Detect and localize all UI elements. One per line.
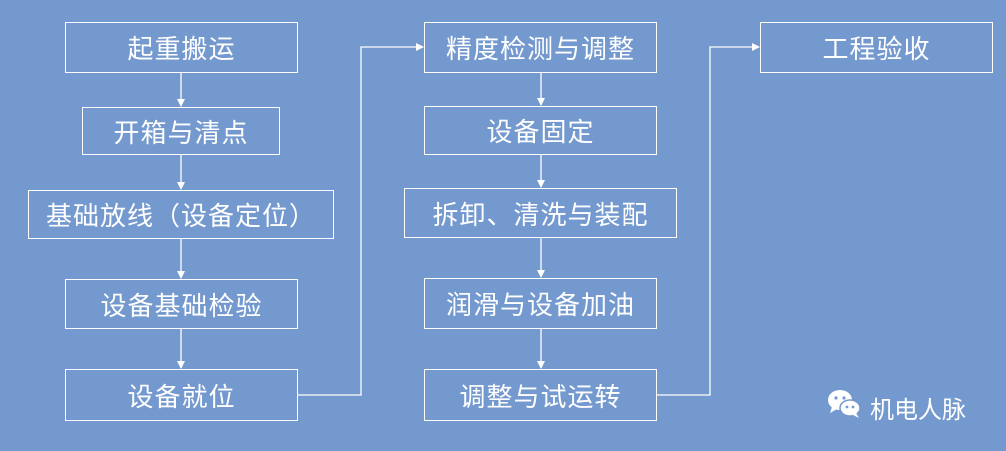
- step-lifting: 起重搬运: [65, 22, 298, 73]
- step-foundation-layout: 基础放线（设备定位）: [28, 190, 334, 239]
- watermark-text: 机电人脉: [870, 395, 966, 424]
- step-acceptance: 工程验收: [760, 22, 993, 73]
- step-trial-run: 调整与试运转: [424, 369, 657, 421]
- step-disassembly: 拆卸、清洗与装配: [404, 188, 677, 238]
- step-precision-adjust: 精度检测与调整: [424, 22, 657, 73]
- arrow-c2-to-c3: [657, 43, 760, 396]
- step-unpacking: 开箱与清点: [82, 107, 280, 155]
- step-foundation-inspection: 设备基础检验: [65, 279, 298, 329]
- step-lubrication: 润滑与设备加油: [424, 278, 657, 329]
- arrow-c1-to-c2: [298, 43, 424, 396]
- step-positioning: 设备就位: [65, 369, 298, 421]
- wechat-icon: [826, 388, 862, 426]
- step-fixing: 设备固定: [424, 106, 657, 155]
- watermark: 机电人脉: [826, 389, 966, 425]
